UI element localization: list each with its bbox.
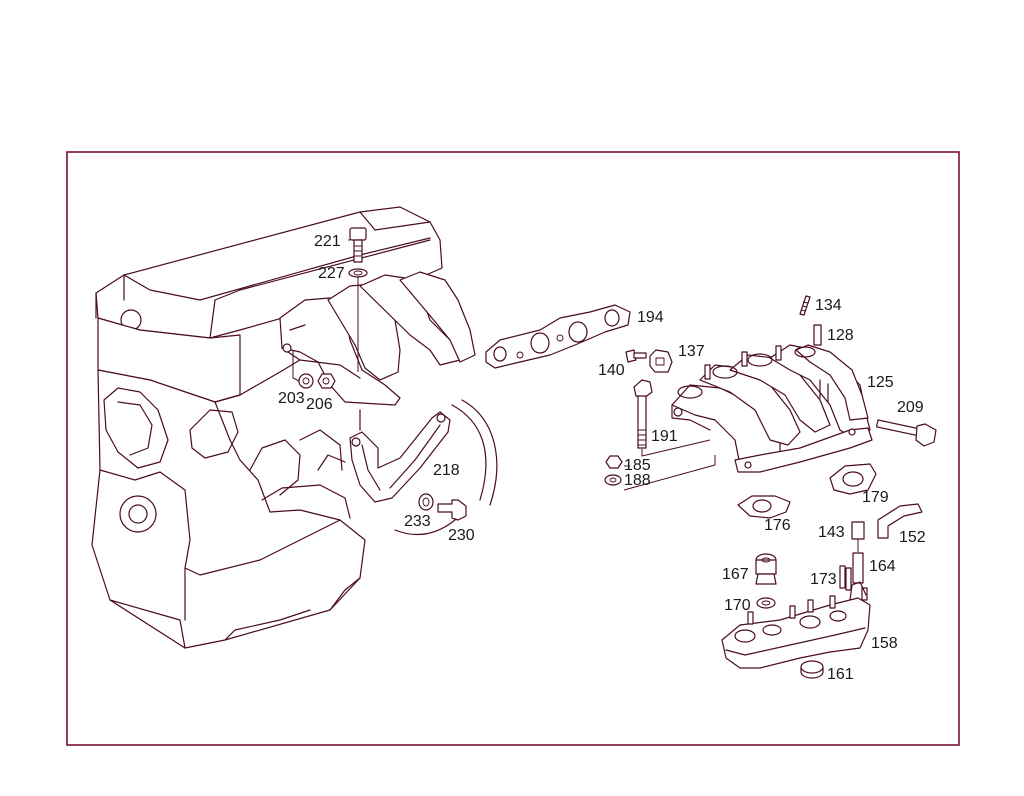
washer-170-drawing — [756, 597, 776, 609]
bolt-230-drawing — [418, 493, 467, 521]
part-label-233: 233 — [404, 513, 431, 530]
part-label-185: 185 — [624, 457, 651, 474]
part-143-drawing — [851, 521, 865, 552]
bolt-221-drawing — [348, 227, 368, 372]
part-label-173: 173 — [810, 571, 837, 588]
part-label-134: 134 — [815, 297, 842, 314]
part-label-194: 194 — [637, 309, 664, 326]
sleeve-164-drawing — [852, 552, 864, 584]
part-label-125: 125 — [867, 374, 894, 391]
part-label-137: 137 — [678, 343, 705, 360]
hose-152-drawing — [877, 503, 923, 539]
stud-134-drawing — [799, 295, 811, 316]
cap-161-drawing — [800, 660, 824, 679]
clip-137-drawing — [649, 349, 673, 373]
intake-manifold-drawing — [671, 344, 873, 473]
part-label-140: 140 — [598, 362, 625, 379]
part-label-218: 218 — [433, 462, 460, 479]
part-label-227: 227 — [318, 265, 345, 282]
part-label-176: 176 — [764, 517, 791, 534]
part-label-191: 191 — [651, 428, 678, 445]
part-label-221: 221 — [314, 233, 341, 250]
gasket-176-drawing — [737, 495, 791, 519]
manifold-158-drawing — [721, 581, 871, 669]
fitting-167-drawing — [755, 553, 777, 585]
part-label-158: 158 — [871, 635, 898, 652]
part-label-203: 203 — [278, 390, 305, 407]
part-label-188: 188 — [624, 472, 651, 489]
part-label-161: 161 — [827, 666, 854, 683]
bolt-191-drawing — [633, 379, 653, 449]
part-label-164: 164 — [869, 558, 896, 575]
nut-185-drawing — [605, 455, 623, 469]
gasket-194-drawing — [485, 304, 631, 369]
sleeve-128-drawing — [813, 324, 822, 346]
part-label-143: 143 — [818, 524, 845, 541]
engine-block-drawing — [91, 206, 443, 649]
bolt-140-drawing — [625, 349, 647, 363]
bolt-209-drawing — [875, 419, 937, 447]
part-label-209: 209 — [897, 399, 924, 416]
part-label-128: 128 — [827, 327, 854, 344]
gasket-179-drawing — [829, 463, 877, 495]
exhaust-manifold-drawing — [279, 271, 498, 536]
part-label-230: 230 — [448, 527, 475, 544]
nuts-203-206-drawing — [292, 350, 336, 389]
washer-188-drawing — [604, 474, 622, 486]
part-label-152: 152 — [899, 529, 926, 546]
leader-185-188 — [623, 439, 716, 491]
part-label-170: 170 — [724, 597, 751, 614]
diagram-border — [66, 151, 960, 746]
part-label-179: 179 — [862, 489, 889, 506]
part-label-206: 206 — [306, 396, 333, 413]
part-label-167: 167 — [722, 566, 749, 583]
stud-173-drawing — [839, 565, 852, 591]
